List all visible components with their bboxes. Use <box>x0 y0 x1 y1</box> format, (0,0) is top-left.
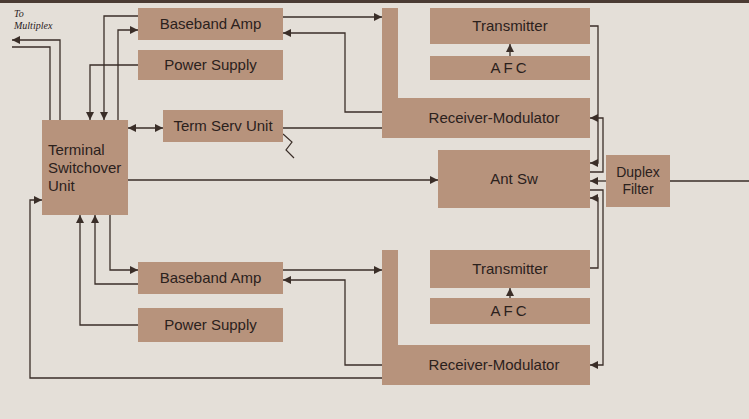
signal-connector <box>118 30 138 120</box>
box-label: Ant Sw <box>490 170 538 188</box>
signal-connector <box>104 16 138 120</box>
photo-frame-edge <box>0 0 749 3</box>
process-box: Baseband Amp <box>138 262 283 294</box>
signal-note: To Multiplex <box>14 8 64 31</box>
process-box: Terminal Switchover Unit <box>42 120 128 215</box>
multiplex-wire <box>12 40 60 120</box>
service-wire-symbol <box>283 134 294 158</box>
signal-connector <box>590 118 603 172</box>
signal-connector <box>590 190 603 365</box>
process-box: Baseband Amp <box>138 8 283 40</box>
process-box: Power Supply <box>138 308 283 342</box>
signal-connector <box>128 179 438 180</box>
box-label: Term Serv Unit <box>173 117 272 135</box>
signal-connector <box>30 200 382 378</box>
process-box: Ant Sw <box>438 150 590 208</box>
modulator-block: Receiver-Modulator <box>382 8 590 138</box>
box-label: Receiver-Modulator <box>429 109 560 127</box>
signal-connector <box>283 33 382 112</box>
text-band: Receiver-Modulator <box>398 345 590 385</box>
signal-connector <box>283 280 382 365</box>
box-label: Power Supply <box>164 316 257 334</box>
box-label: Baseband Amp <box>160 269 262 287</box>
box-label: Transmitter <box>472 17 547 35</box>
box-label: Baseband Amp <box>160 15 262 33</box>
signal-connector <box>590 26 598 163</box>
box-label: Transmitter <box>472 260 547 278</box>
signal-connector <box>283 269 382 270</box>
text-band: Receiver-Modulator <box>398 98 590 138</box>
box-label: AFC <box>491 59 530 77</box>
signal-connector <box>509 44 510 56</box>
l-shape-fill <box>382 8 590 138</box>
signal-connector <box>110 215 138 270</box>
box-label: Receiver-Modulator <box>429 356 560 374</box>
l-shape-fill <box>382 250 590 385</box>
signal-connector <box>283 127 382 128</box>
process-box: Power Supply <box>138 50 283 80</box>
signal-connector <box>590 198 598 268</box>
multiplex-wire <box>12 47 50 120</box>
box-label: Power Supply <box>164 56 257 74</box>
process-box: AFC <box>430 56 590 80</box>
box-label: AFC <box>491 302 530 320</box>
modulator-block: Receiver-Modulator <box>382 250 590 385</box>
process-box: Duplex Filter <box>606 155 670 207</box>
signal-connector <box>80 215 138 325</box>
box-label: Terminal Switchover Unit <box>48 141 125 195</box>
signal-connector <box>95 215 138 284</box>
box-label: Duplex Filter <box>609 164 667 198</box>
antenna-line <box>666 180 749 181</box>
process-box: Transmitter <box>430 8 590 44</box>
signal-connector <box>283 16 382 17</box>
process-box: Term Serv Unit <box>163 110 283 142</box>
signal-connector <box>90 65 138 120</box>
process-box: Transmitter <box>430 250 590 288</box>
process-box: AFC <box>430 298 590 324</box>
signal-connector <box>590 180 606 181</box>
signal-connector <box>128 127 163 128</box>
signal-connector <box>509 288 510 298</box>
